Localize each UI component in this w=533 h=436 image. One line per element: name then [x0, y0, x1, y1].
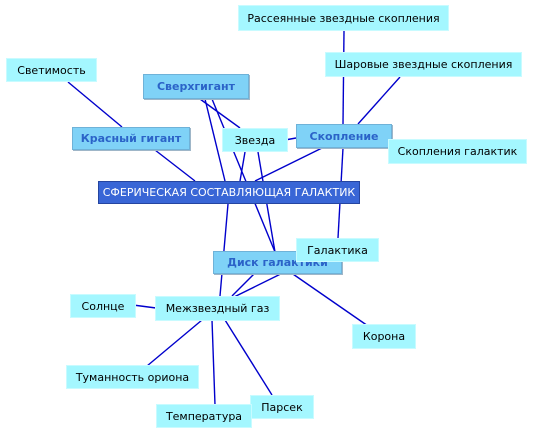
edge-mezhzvezdny-parsek — [224, 319, 273, 396]
edge-sharovye-skoplenie — [357, 76, 401, 125]
node-krasny-gigant: Красный гигант — [72, 127, 190, 150]
node-temperatura: Температура — [156, 404, 252, 428]
edge-mezhzvezdny-temperatura — [211, 319, 216, 406]
node-skoplenie: Скопление — [296, 124, 392, 148]
edge-central-mezhzvezdny — [219, 203, 229, 297]
edge-disk-mezhzvezdny — [231, 272, 256, 297]
edge-zvezda-central — [239, 151, 246, 182]
edge-svetimost-krasny — [67, 81, 123, 128]
node-solntse: Солнце — [70, 294, 136, 318]
node-central: СФЕРИЧЕСКАЯ СОСТАВЛЯЮЩАЯ ГАЛАКТИК — [98, 181, 360, 204]
node-galaktika: Галактика — [296, 238, 379, 262]
edge-solntse-mezhzvezdny — [132, 304, 157, 309]
edge-krasny-central — [154, 149, 196, 182]
node-rasseyannye: Рассеянные звездные скопления — [238, 5, 449, 31]
node-parsek: Парсек — [250, 395, 314, 419]
node-svetimost: Светимость — [6, 58, 97, 82]
node-sharovye: Шаровые звездные скопления — [325, 52, 522, 77]
node-sverkhgigant: Сверхгигант — [143, 74, 249, 99]
edge-galaktika-korona — [289, 271, 369, 327]
node-mezhzvezdny-gaz: Межзвездный газ — [155, 296, 280, 321]
node-skopleniya-galaktik: Скопления галактик — [388, 139, 527, 164]
edge-sverkh-central — [204, 98, 226, 182]
node-korona: Корона — [352, 324, 416, 349]
node-tumannost: Туманность ориона — [66, 365, 199, 389]
edge-mezhzvezdny-tumannost — [146, 319, 203, 367]
edge-rasseyannye-skoplenie — [342, 30, 345, 125]
edge-sverkh-disk — [211, 98, 276, 253]
edge-skoplenie-central — [254, 147, 323, 182]
node-zvezda: Звезда — [222, 128, 288, 152]
